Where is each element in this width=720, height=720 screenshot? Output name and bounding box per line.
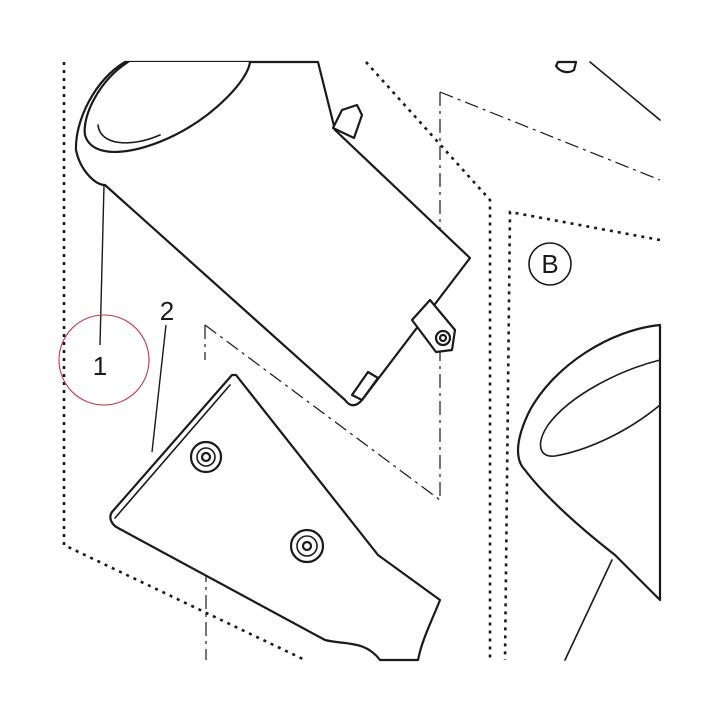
part-1-housing	[74, 60, 472, 407]
detail-b-panel-boundary	[503, 210, 661, 661]
callout-2-leader	[151, 324, 167, 453]
part-2-lower-screw-ring	[296, 535, 318, 557]
reference-outline-top-right	[439, 91, 661, 240]
detail-b-marker-label: B	[541, 249, 558, 279]
part-2-mounting-plate	[109, 373, 442, 662]
part-1-opening-rim	[83, 60, 252, 154]
fitting-top-right	[554, 60, 661, 121]
detail-b-leader-line	[564, 559, 613, 661]
assembly-boundary-left	[62, 62, 306, 662]
part-1-boss-hole-inner	[438, 333, 448, 343]
detail-b-nozzle-body	[516, 323, 662, 602]
part-2-upper-screw-ring	[196, 447, 216, 467]
part-1-body	[74, 60, 472, 407]
fitting-body	[554, 60, 578, 74]
part-2-lower-screw-hole	[301, 540, 313, 552]
part-2-upper-screw-hole	[200, 451, 212, 463]
callout-1-leader	[99, 184, 105, 346]
part-2-body	[109, 373, 442, 662]
part-2-edge-line	[114, 384, 231, 519]
reference-outline-center	[204, 324, 441, 502]
assembly-boundary-center	[365, 61, 492, 660]
part-1-upper-tab	[331, 103, 364, 140]
part-1-opening-inner	[97, 124, 161, 144]
part-1-lower-clip	[350, 370, 380, 402]
detail-b-nozzle	[516, 323, 662, 661]
detail-b-nozzle-opening	[539, 359, 661, 457]
detail-b-marker-circle	[528, 242, 572, 286]
fitting-leader-line	[589, 61, 661, 121]
callout-1-label: 1	[93, 351, 107, 381]
callout-2-label: 2	[160, 296, 174, 326]
callout-1-highlight-ring	[58, 314, 150, 406]
